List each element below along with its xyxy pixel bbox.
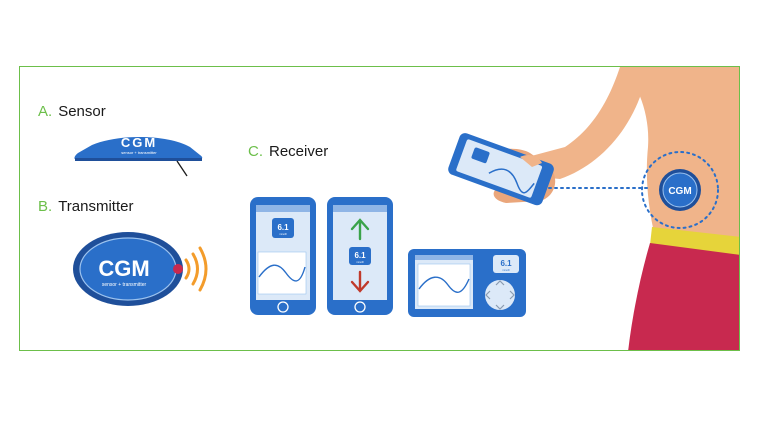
sensor-body bbox=[74, 136, 203, 159]
phone-in-hand bbox=[448, 133, 554, 206]
handheld-graph bbox=[417, 263, 471, 307]
phone1-graph bbox=[257, 251, 307, 295]
handheld-reading-unit: mmol/l bbox=[502, 269, 510, 272]
phone-in-hand-graph bbox=[488, 168, 535, 194]
receiver-handheld: 6.1 mmol/l bbox=[408, 249, 526, 317]
label-sensor: A. Sensor bbox=[38, 103, 106, 120]
label-receiver-text: Receiver bbox=[269, 143, 329, 160]
dotted-ring bbox=[641, 151, 719, 229]
phone1-reading-value: 6.1 bbox=[277, 223, 289, 232]
sensor-brand: CGM bbox=[121, 135, 157, 150]
sensor-subtitle: sensor + transmitter bbox=[121, 150, 157, 155]
phone1-status-bar bbox=[256, 205, 310, 212]
transmitter-subtitle: sensor + transmitter bbox=[102, 282, 147, 288]
body-figure bbox=[490, 67, 739, 350]
label-transmitter: B. Transmitter bbox=[38, 198, 133, 215]
dpad-icon bbox=[485, 280, 515, 310]
arm bbox=[516, 67, 642, 179]
label-transmitter-text: Transmitter bbox=[58, 198, 134, 215]
home-button-icon bbox=[277, 301, 289, 313]
label-sensor-text: Sensor bbox=[58, 103, 106, 120]
handheld-graph-line bbox=[418, 276, 470, 293]
phone-in-hand-reading bbox=[471, 147, 490, 164]
handheld-reading-value: 6.1 bbox=[500, 259, 512, 268]
phone1-graph-line bbox=[258, 264, 306, 282]
belt bbox=[650, 227, 739, 257]
receiver-phone-graph: 6.1 mmol/l bbox=[250, 197, 316, 315]
thumb bbox=[520, 155, 542, 167]
signal-waves-icon bbox=[184, 246, 208, 292]
sensor-base bbox=[75, 158, 202, 161]
phone2-reading-unit: mmol/l bbox=[356, 261, 364, 264]
handheld-reading-box bbox=[493, 255, 519, 273]
phone2-reading-box bbox=[349, 247, 371, 265]
body-cgm-brand: CGM bbox=[668, 186, 691, 197]
receiver-phone-trend: 6.1 mmol/l bbox=[327, 197, 393, 315]
body-cgm-inner bbox=[662, 172, 698, 208]
phone1-reading-unit: mmol/l bbox=[279, 233, 287, 236]
phone2-reading-value: 6.1 bbox=[354, 251, 366, 260]
pants bbox=[628, 243, 739, 350]
phone1-reading-box bbox=[272, 218, 294, 238]
label-receiver-letter: C. bbox=[248, 143, 263, 160]
label-sensor-letter: A. bbox=[38, 103, 53, 120]
diagram-illustration: CGM CGM sensor + transmitter CGM sensor … bbox=[73, 67, 739, 350]
home-button-icon bbox=[354, 301, 366, 313]
diagram-frame: A. Sensor B. Transmitter C. Receiver bbox=[19, 66, 740, 351]
transmitter-led bbox=[173, 264, 183, 274]
arrow-down-icon bbox=[350, 270, 370, 293]
arrow-up-icon bbox=[350, 218, 370, 241]
label-transmitter-letter: B. bbox=[38, 198, 53, 215]
transmitter-brand: CGM bbox=[98, 256, 149, 281]
transmitter-badge: CGM sensor + transmitter bbox=[73, 232, 183, 306]
sensor-device: CGM sensor + transmitter bbox=[74, 135, 203, 177]
label-receiver: C. Receiver bbox=[248, 143, 328, 160]
body-cgm-badge: CGM bbox=[659, 169, 701, 211]
sensor-filament bbox=[176, 160, 188, 177]
handheld-status-bar bbox=[415, 255, 473, 260]
phone2-status-bar bbox=[333, 205, 387, 212]
